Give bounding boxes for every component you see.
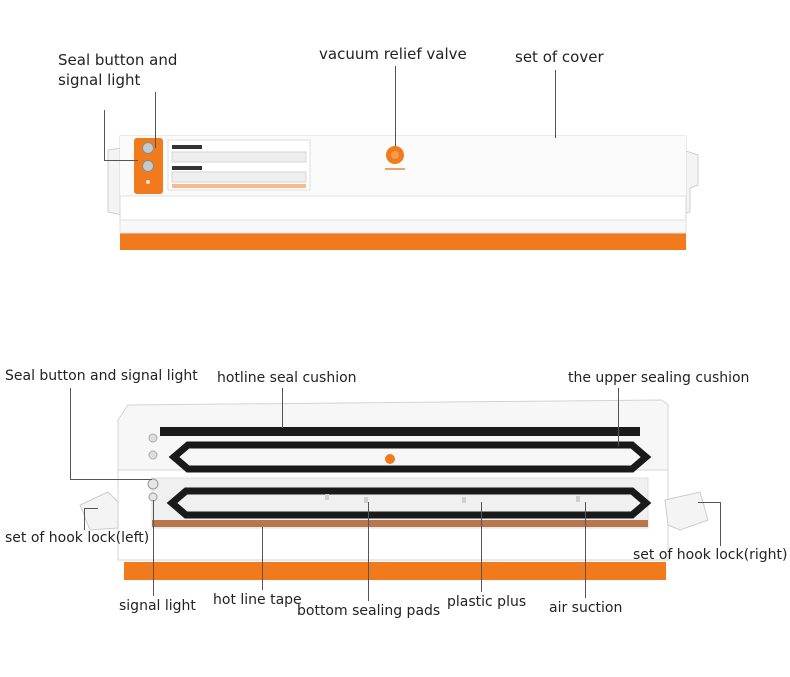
leader-hook-left-2	[84, 508, 98, 509]
leader-hook-right-2	[698, 502, 720, 503]
label-seal-button-line1: Seal button and	[58, 51, 178, 69]
leader-cover	[555, 70, 556, 138]
label-air-suction: air suction	[549, 600, 623, 616]
leader-bottom-pads	[368, 502, 369, 601]
leader-seal-button-open	[70, 388, 71, 479]
leader-seal-button-2	[104, 110, 105, 160]
label-seal-button-line2: signal light	[58, 71, 141, 89]
leader-plastic-plus	[481, 502, 482, 592]
leader-hot-line-tape	[262, 527, 263, 590]
label-seal-button-open: Seal button and signal light	[5, 368, 198, 384]
label-upper-cushion: the upper sealing cushion	[568, 370, 750, 386]
leader-hook-left	[84, 508, 85, 530]
leader-hook-right	[720, 502, 721, 546]
label-plastic-plus: plastic plus	[447, 594, 527, 610]
leader-air-suction	[585, 502, 586, 598]
leader-upper-cushion	[618, 388, 619, 446]
leader-seal-button-3	[104, 160, 138, 161]
label-hotline-cushion: hotline seal cushion	[217, 370, 357, 386]
label-cover: set of cover	[515, 48, 604, 66]
leader-signal-light	[153, 500, 154, 596]
label-hook-left: set of hook lock(left)	[5, 530, 150, 546]
label-hot-line-tape: hot line tape	[213, 592, 302, 608]
leader-relief-valve	[395, 66, 396, 146]
leader-seal-button-open-2	[70, 479, 152, 480]
gasket-icon	[168, 441, 652, 473]
label-relief-valve: vacuum relief valve	[319, 45, 467, 63]
leader-seal-button	[155, 92, 156, 148]
leader-hotline-cushion	[282, 388, 283, 428]
label-bottom-pads: bottom sealing pads	[297, 603, 441, 619]
label-hook-right: set of hook lock(right)	[633, 547, 788, 563]
label-signal-light: signal light	[119, 598, 196, 614]
